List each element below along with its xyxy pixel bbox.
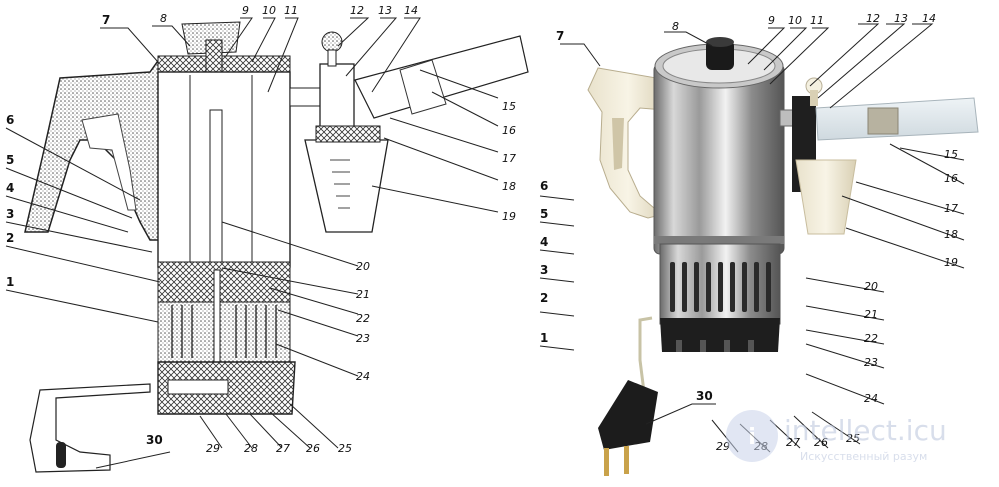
label-8: 8 [160, 12, 167, 25]
valve-body [319, 63, 355, 135]
label-28: 28 [244, 442, 258, 455]
steel-body [653, 63, 785, 255]
glass-tube-drawing [354, 35, 529, 119]
leader-lines-right [539, 23, 965, 453]
label-4: 4 [6, 181, 14, 195]
photo-label-19: 19 [944, 256, 958, 269]
label-29: 29 [206, 442, 220, 455]
photo-label-20: 20 [864, 280, 878, 293]
label-10: 10 [262, 4, 276, 17]
photo-label-14: 14 [922, 12, 936, 25]
photo-label-12: 12 [866, 12, 880, 25]
label-17: 17 [502, 152, 516, 165]
label-14: 14 [404, 4, 418, 17]
label-18: 18 [502, 180, 516, 193]
label-26: 26 [306, 442, 320, 455]
watermark-brand: intellect.icu [784, 414, 947, 447]
label-6: 6 [6, 113, 14, 127]
photo-label-1: 1 [540, 331, 548, 345]
watermark: i intellect.icu Искусственный разум [726, 410, 947, 463]
photo-label-8: 8 [672, 20, 679, 33]
label-21: 21 [356, 288, 370, 301]
label-7: 7 [102, 13, 110, 27]
photo-label-9: 9 [768, 14, 775, 27]
labels-left: 7 8 9 10 11 12 13 14 15 16 17 18 19 20 2… [6, 4, 516, 455]
rod-section [209, 109, 223, 271]
photo-label-18: 18 [944, 228, 958, 241]
label-20: 20 [356, 260, 370, 273]
lid-section [157, 55, 291, 73]
label-22: 22 [356, 312, 370, 325]
vent-slots [670, 262, 771, 312]
label-3: 3 [6, 207, 14, 221]
label-16: 16 [502, 124, 516, 137]
fins [171, 305, 277, 358]
photo-label-2: 2 [540, 291, 548, 305]
label-12: 12 [350, 4, 364, 17]
svg-text:i: i [748, 425, 756, 450]
plastic-cup [795, 159, 857, 235]
black-knob [706, 40, 734, 70]
label-23: 23 [356, 332, 370, 345]
plug-drawing [29, 383, 151, 473]
photo-label-21: 21 [864, 308, 878, 321]
photo-label-13: 13 [894, 12, 908, 25]
watermark-logo-icon [726, 410, 778, 462]
knob-section [181, 21, 241, 55]
label-15: 15 [502, 100, 516, 113]
photo-label-30: 30 [696, 389, 713, 403]
photo-label-6: 6 [540, 179, 548, 193]
photo-label-4: 4 [540, 235, 548, 249]
label-2: 2 [6, 231, 14, 245]
photo-label-29: 29 [716, 440, 730, 453]
photo-label-11: 11 [810, 14, 824, 27]
watermark-subtitle: Искусственный разум [800, 450, 927, 463]
photo-label-7: 7 [556, 29, 564, 43]
label-27: 27 [276, 442, 290, 455]
black-plug [598, 380, 658, 450]
label-24: 24 [356, 370, 370, 383]
photo-label-10: 10 [788, 14, 802, 27]
technical-drawing [24, 21, 529, 473]
label-25: 25 [338, 442, 352, 455]
photo-label-23: 23 [864, 356, 878, 369]
label-30: 30 [146, 433, 163, 447]
product-photo [587, 37, 979, 476]
leader-lines-left [5, 17, 499, 469]
label-9: 9 [242, 4, 249, 17]
photo-label-5: 5 [540, 207, 548, 221]
photo-label-17: 17 [944, 202, 958, 215]
body-outline [157, 71, 291, 268]
label-5: 5 [6, 153, 14, 167]
photo-label-22: 22 [864, 332, 878, 345]
photo-label-27: 27 [786, 436, 800, 449]
label-19: 19 [502, 210, 516, 223]
photo-label-24: 24 [864, 392, 878, 405]
photo-label-3: 3 [540, 263, 548, 277]
label-13: 13 [378, 4, 392, 17]
photo-label-25: 25 [846, 432, 860, 445]
photo-label-16: 16 [944, 172, 958, 185]
photo-label-26: 26 [814, 436, 828, 449]
cup-drawing [304, 139, 389, 233]
label-11: 11 [284, 4, 298, 17]
label-1: 1 [6, 275, 14, 289]
photo-label-15: 15 [944, 148, 958, 161]
